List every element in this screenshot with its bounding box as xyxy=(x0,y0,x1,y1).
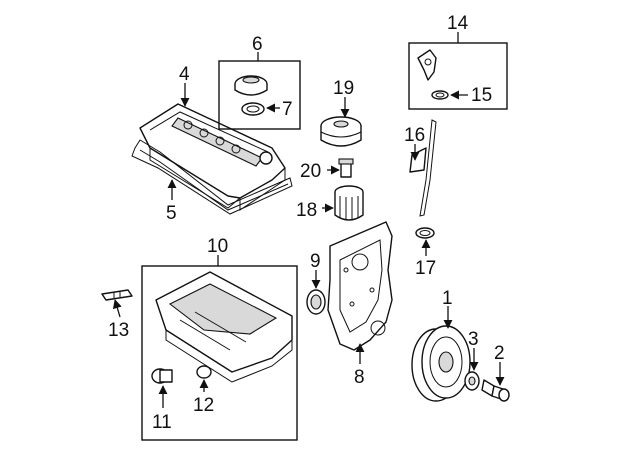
callout-8: 8 xyxy=(354,367,365,388)
oil-filler-cap[interactable] xyxy=(234,75,268,96)
callout-labels: 1 2 3 4 5 6 7 8 9 10 11 12 13 14 15 16 1… xyxy=(108,13,505,433)
callout-13: 13 xyxy=(108,320,129,341)
callout-14: 14 xyxy=(447,13,469,34)
oil-filter[interactable] xyxy=(334,185,364,221)
dipstick-o-ring[interactable] xyxy=(431,90,449,100)
callout-20: 20 xyxy=(300,161,321,182)
callout-4: 4 xyxy=(179,64,190,85)
callout-7: 7 xyxy=(282,99,293,120)
callout-18: 18 xyxy=(296,200,317,221)
leader-lines xyxy=(112,32,505,408)
part-6-box xyxy=(218,60,301,130)
pulley-washer[interactable] xyxy=(464,371,480,391)
valve-cover[interactable] xyxy=(139,103,286,211)
callout-2: 2 xyxy=(494,343,505,364)
timing-cover[interactable] xyxy=(327,221,393,351)
oil-level-sensor[interactable] xyxy=(101,289,133,301)
callout-12: 12 xyxy=(193,395,214,416)
valve-cover-gasket[interactable] xyxy=(131,139,293,215)
part-10-box xyxy=(141,265,298,441)
callout-19: 19 xyxy=(333,78,354,99)
callout-15: 15 xyxy=(471,85,492,106)
callout-10: 10 xyxy=(207,236,228,257)
callout-17: 17 xyxy=(415,258,436,279)
oil-pan[interactable] xyxy=(155,271,293,383)
callout-3: 3 xyxy=(468,329,479,350)
crankshaft-pulley[interactable] xyxy=(411,325,471,402)
oil-cooler-fitting[interactable] xyxy=(338,158,354,178)
pulley-bolt[interactable] xyxy=(481,379,510,402)
callout-11: 11 xyxy=(152,412,172,433)
callout-6: 6 xyxy=(252,34,263,55)
callout-9: 9 xyxy=(310,251,321,272)
dipstick-handle[interactable] xyxy=(417,49,437,81)
oil-cooler[interactable] xyxy=(320,116,362,147)
drain-plug[interactable] xyxy=(151,368,173,384)
filler-cap-seal[interactable] xyxy=(241,102,265,116)
callout-16: 16 xyxy=(404,125,425,146)
callout-1: 1 xyxy=(442,288,453,309)
tube-o-ring[interactable] xyxy=(415,227,435,239)
callout-5: 5 xyxy=(166,203,177,224)
part-14-box xyxy=(408,42,508,110)
drain-plug-gasket[interactable] xyxy=(196,365,212,379)
front-seal[interactable] xyxy=(306,289,326,315)
